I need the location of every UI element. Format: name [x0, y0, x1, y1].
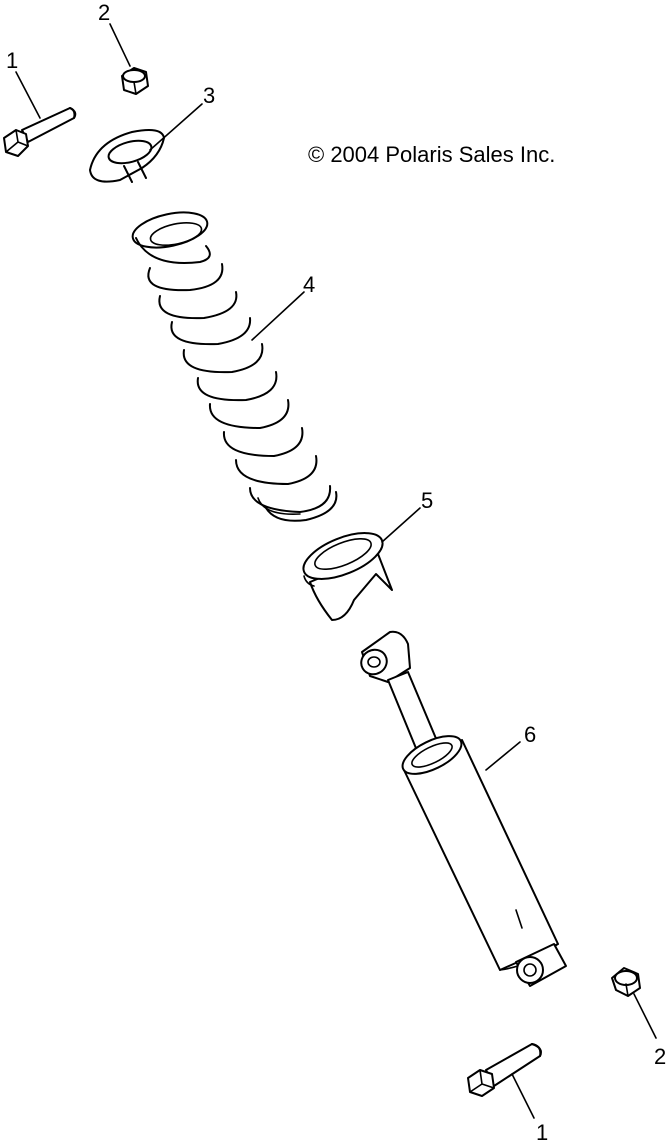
callout-4: 4	[303, 272, 315, 297]
callout-5: 5	[421, 488, 433, 513]
bolt-bottom	[467, 1043, 542, 1097]
shock-absorber	[360, 630, 567, 987]
callout-2-bottom: 2	[654, 1044, 666, 1069]
coil-spring	[131, 211, 338, 522]
leader-line	[511, 1073, 535, 1119]
copyright-text: © 2004 Polaris Sales Inc.	[308, 142, 555, 167]
callout-6: 6	[524, 722, 536, 747]
leader-line	[381, 507, 421, 543]
leader-line	[485, 741, 521, 771]
leader-line	[149, 103, 203, 151]
callout-1-top: 1	[6, 48, 18, 73]
leader-line	[251, 291, 305, 341]
spring-retainer	[89, 129, 165, 183]
callout-2-top: 2	[98, 0, 110, 25]
callout-1-bottom: 1	[536, 1120, 548, 1141]
nut-bottom	[611, 967, 641, 997]
callout-3: 3	[203, 83, 215, 108]
nut-top	[121, 67, 149, 95]
bolt-top	[3, 107, 77, 157]
leader-line	[109, 23, 131, 67]
spring-seat	[302, 532, 393, 621]
leader-line	[15, 71, 41, 119]
leader-line	[633, 993, 657, 1039]
